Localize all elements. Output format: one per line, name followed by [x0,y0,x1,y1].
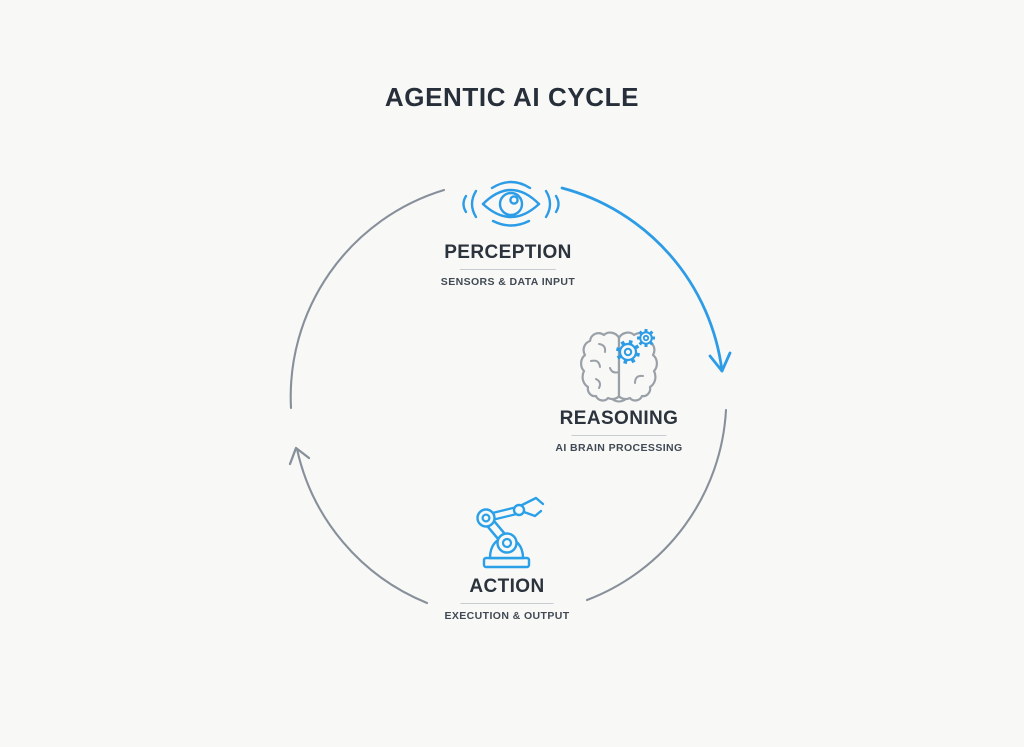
stage-perception-divider [460,269,556,270]
stage-action-sublabel: EXECUTION & OUTPUT [444,610,570,622]
stage-reasoning-sublabel: AI BRAIN PROCESSING [555,442,683,454]
stage-perception-sublabel: SENSORS & DATA INPUT [440,276,576,288]
stage-perception: PERCEPTION SENSORS & DATA INPUT [440,242,576,289]
eye-sensor-icon [462,180,560,227]
stage-reasoning-divider [571,435,667,436]
diagram-title: AGENTIC AI CYCLE [384,82,640,112]
stage-reasoning-label: REASONING [559,408,679,429]
flow-arrow-action-to-perception-icon [288,446,429,605]
stage-reasoning: REASONING AI BRAIN PROCESSING [555,408,683,455]
gear-small-icon [637,329,655,347]
stage-action: ACTION EXECUTION & OUTPUT [444,576,570,623]
flow-arrow-perception-to-reasoning-icon [560,186,732,373]
robot-arm-icon [476,496,545,569]
stage-action-divider [460,603,554,604]
stage-action-label: ACTION [469,576,545,597]
cycle-ring [289,188,728,602]
brain-gears-icon [580,329,658,403]
stage-perception-label: PERCEPTION [444,242,572,263]
gear-large-icon [615,339,641,365]
